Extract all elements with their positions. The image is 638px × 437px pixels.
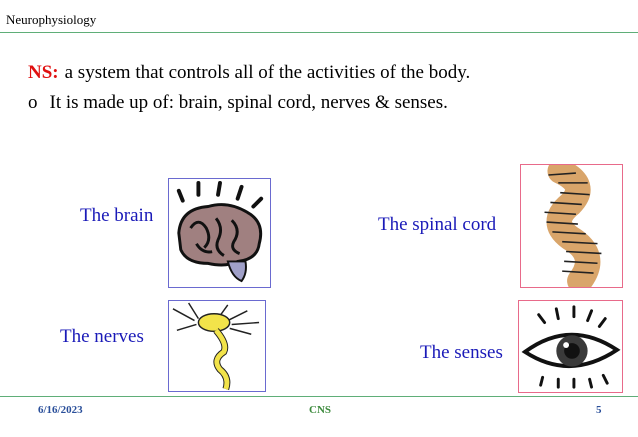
neuron-icon xyxy=(172,302,260,391)
ns-label: NS: xyxy=(28,62,59,83)
spinal-cord-picture xyxy=(520,164,623,288)
spinal-cord-icon xyxy=(544,165,602,287)
caption-senses: The senses xyxy=(420,342,503,363)
header-title: Neurophysiology xyxy=(6,12,97,27)
caption-brain: The brain xyxy=(80,205,154,226)
footer-center-label: CNS xyxy=(309,404,332,416)
page-number: 5 xyxy=(596,404,602,416)
caption-spinal-cord: The spinal cord xyxy=(378,214,497,235)
header-divider xyxy=(0,32,638,33)
made-up-of-text: It is made up of: brain, spinal cord, ne… xyxy=(49,92,448,113)
brain-icon xyxy=(176,181,264,283)
ns-definition-line: NS:a system that controls all of the act… xyxy=(28,62,470,84)
nerves-picture xyxy=(168,300,266,392)
footer-divider xyxy=(0,396,638,397)
footer-date: 6/16/2023 xyxy=(38,404,83,416)
senses-picture xyxy=(518,300,623,393)
eye-icon xyxy=(521,305,621,389)
brain-picture xyxy=(168,178,271,288)
ns-definition: a system that controls all of the activi… xyxy=(64,62,471,83)
made-up-of-line: o It is made up of: brain, spinal cord, n… xyxy=(28,92,448,114)
bullet-marker: o xyxy=(28,92,38,113)
caption-nerves: The nerves xyxy=(60,326,144,347)
